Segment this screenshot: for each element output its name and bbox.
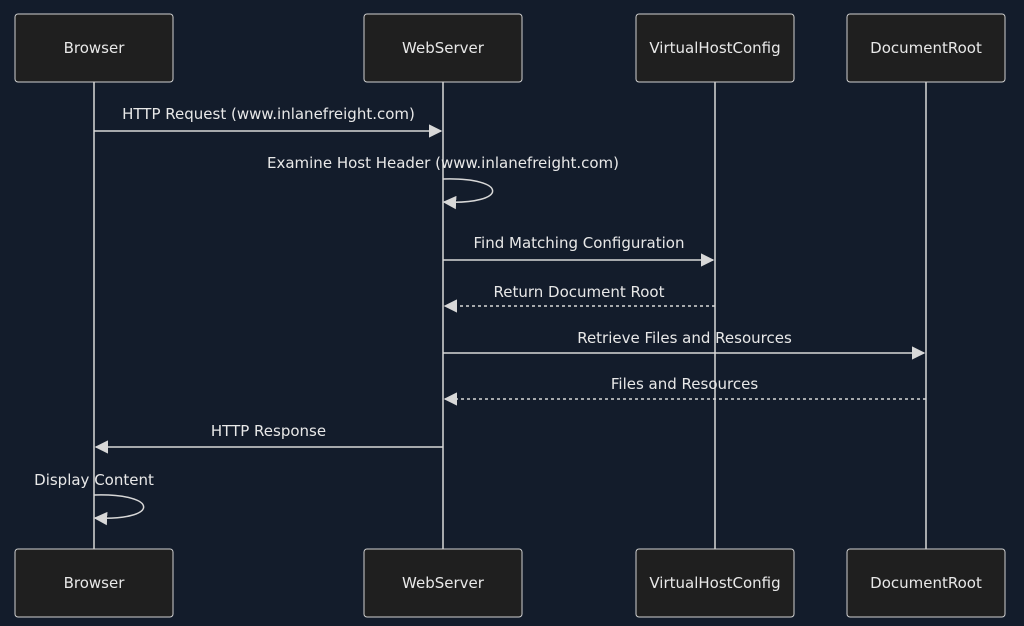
actor-label: WebServer [402,39,485,57]
actor-box [846,548,1006,618]
self-message-arrow [442,178,494,210]
actor-bottom-vhost: VirtualHostConfig [635,548,795,618]
message-4: Return Document Root [443,283,715,313]
actor-top-browser: Browser [14,13,174,83]
actor-box [363,13,523,83]
message-label: Display Content [34,471,154,489]
actor-box [635,548,795,618]
message-8: Display Content [34,471,154,526]
message-label: HTTP Request (www.inlanefreight.com) [122,105,415,123]
actor-box [363,548,523,618]
actor-box [846,13,1006,83]
message-label: Return Document Root [493,283,664,301]
message-1: HTTP Request (www.inlanefreight.com) [94,105,443,138]
actor-top-docroot: DocumentRoot [846,13,1006,83]
message-6: Files and Resources [443,375,926,406]
actor-label: Browser [64,39,126,57]
actor-label: VirtualHostConfig [649,574,780,592]
actor-box [635,13,795,83]
actor-label: DocumentRoot [870,39,982,57]
message-7: HTTP Response [94,422,443,454]
message-2: Examine Host Header (www.inlanefreight.c… [267,154,619,210]
message-label: Retrieve Files and Resources [577,329,792,347]
self-message-arrow [93,494,145,526]
message-label: Find Matching Configuration [474,234,685,252]
actor-label: Browser [64,574,126,592]
actor-top-webserver: WebServer [363,13,523,83]
actor-box [14,548,174,618]
actor-box [14,13,174,83]
actor-label: WebServer [402,574,485,592]
message-3: Find Matching Configuration [443,234,715,267]
message-label: Files and Resources [611,375,758,393]
actor-label: DocumentRoot [870,574,982,592]
message-label: HTTP Response [211,422,326,440]
actor-bottom-webserver: WebServer [363,548,523,618]
actor-label: VirtualHostConfig [649,39,780,57]
message-5: Retrieve Files and Resources [443,329,926,360]
message-label: Examine Host Header (www.inlanefreight.c… [267,154,619,172]
actor-top-vhost: VirtualHostConfig [635,13,795,83]
actor-bottom-docroot: DocumentRoot [846,548,1006,618]
actor-bottom-browser: Browser [14,548,174,618]
